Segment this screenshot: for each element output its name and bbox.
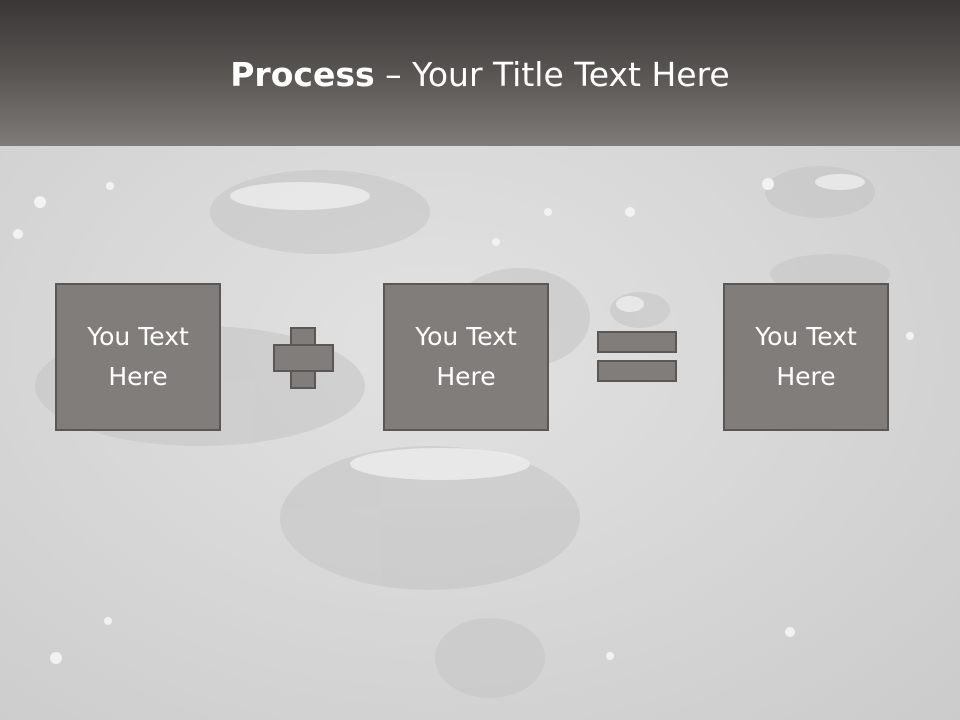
water-drops-image [13,166,914,698]
process-box-1[interactable]: You Text Here [55,283,221,431]
process-box-2[interactable]: You Text Here [383,283,549,431]
title-rest-text: – Your Title Text Here [374,55,730,94]
process-box-3-text: You Text Here [755,322,857,391]
title-bold-text: Process [230,55,375,94]
process-box-1-text: You Text Here [87,322,189,391]
water-drops-background [0,146,960,720]
title-bar: Process – Your Title Text Here [0,0,960,146]
process-box-3[interactable]: You Text Here [723,283,889,431]
slide-title[interactable]: Process – Your Title Text Here [0,52,960,98]
process-box-2-text: You Text Here [415,322,517,391]
